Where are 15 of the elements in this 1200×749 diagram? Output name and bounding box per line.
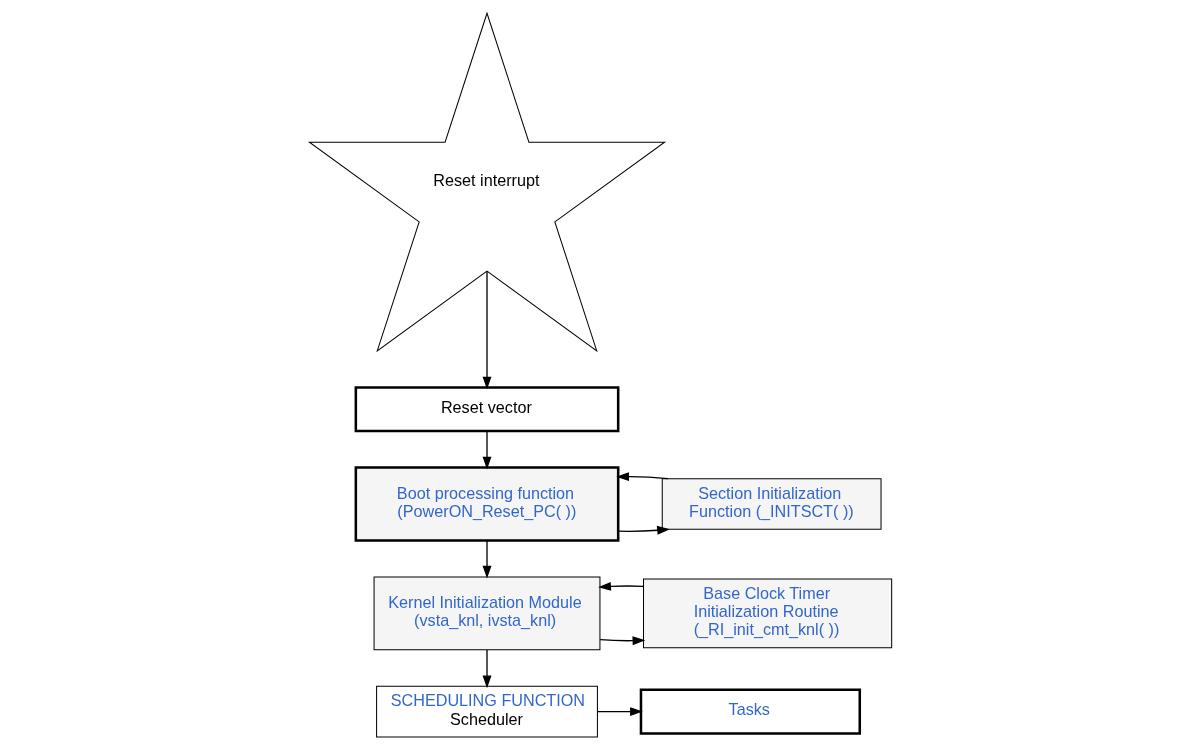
- node-box: Kernel Initialization Module (vsta_knl, ivsta_knl): [373, 575, 600, 650]
- node-box: SCHEDULING FUNCTION Scheduler: [375, 685, 598, 737]
- node-box: Reset vector: [354, 385, 619, 432]
- node-box: Base Clock Timer Initialization Routine (_RI_init_cmt_knl( )): [642, 577, 892, 648]
- arrow: [617, 525, 670, 535]
- node-box: Section Initialization Function (_INITSCT( )): [661, 477, 882, 530]
- arrow: [599, 635, 645, 645]
- node-box: Tasks: [639, 688, 861, 735]
- arrow: [615, 471, 669, 481]
- node-box: Boot processing function (PowerON_Reset_PC( )): [354, 465, 619, 542]
- arrow: [597, 581, 644, 591]
- arrow: [482, 648, 491, 688]
- arrow: [482, 430, 491, 469]
- arrow: [596, 706, 643, 716]
- arrow: [482, 539, 491, 579]
